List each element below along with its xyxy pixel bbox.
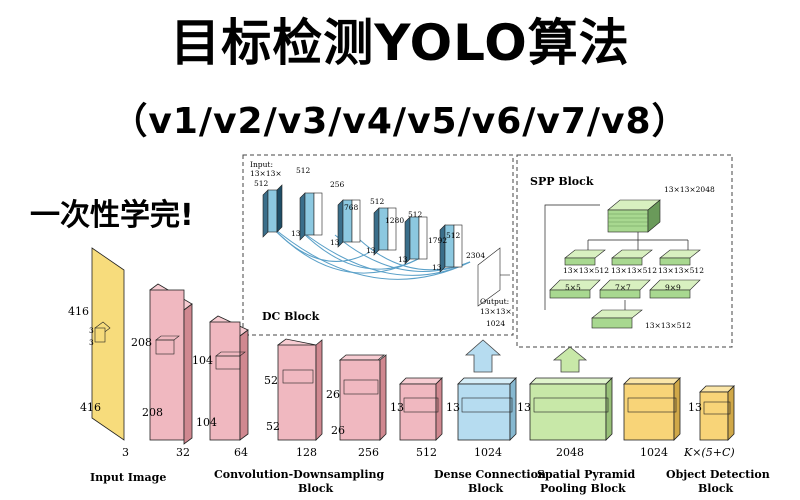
versions-subtitle: （v1/v2/v3/v4/v5/v6/v7/v8）	[111, 101, 689, 142]
conv-ch-2: 64	[234, 446, 248, 459]
conv-dim-1b: 208	[142, 406, 163, 419]
dense-dim-a: 13	[390, 401, 404, 414]
spp-connectors	[544, 204, 689, 310]
conv-block-2	[209, 315, 249, 441]
spp-up-arrow	[552, 346, 588, 373]
dc-input-channels: 512	[254, 179, 269, 188]
dc-layer-4	[373, 207, 397, 256]
dc-spatial-number: 13	[291, 229, 301, 238]
dc-side-numbers: 13 13 13 13 13	[291, 229, 442, 272]
dc-spatial-number: 13	[366, 246, 376, 255]
conv-block-1	[149, 283, 193, 445]
dc-layer-5	[404, 216, 428, 265]
input-kernel-a: 3	[89, 326, 94, 335]
conv-block-3	[277, 338, 323, 441]
conv-dim-1: 208	[131, 336, 152, 349]
detect-block-1	[623, 377, 681, 441]
dc-channel-number: 1792	[428, 236, 447, 245]
dc-channel-number: 1280	[385, 216, 404, 225]
conv-block-4	[338, 354, 387, 441]
input-image-block	[91, 247, 125, 441]
conv-label-line2: Block	[298, 482, 334, 495]
input-dim-bottom: 416	[80, 401, 101, 414]
spp-dim: 13	[517, 401, 531, 414]
dense-up-arrow	[464, 339, 502, 373]
spp-label-line1: Spatial Pyramid	[537, 468, 636, 481]
up-arrows	[464, 339, 588, 373]
dc-input-dims: 13×13×	[250, 169, 282, 178]
dense-ch-1: 512	[416, 446, 437, 459]
dc-channel-number: 768	[344, 203, 359, 212]
dc-output-node	[477, 247, 510, 307]
input-dim-top: 416	[68, 305, 89, 318]
conv-dim-3: 52	[264, 374, 278, 387]
spp-main-block	[529, 377, 613, 441]
conv-dim-2: 104	[192, 354, 213, 367]
dc-block-title: DC Block	[262, 310, 320, 323]
detect-label-line1: Object Detection	[666, 468, 770, 481]
detect-ch-2: K×(5+C)	[683, 446, 735, 459]
dc-spatial-number: 13	[330, 238, 340, 247]
dc-input-label: Input:	[250, 160, 273, 169]
dc-channel-number: 512	[446, 231, 461, 240]
dc-layer-2	[299, 192, 323, 241]
detect-dim: 13	[688, 401, 702, 414]
input-kernel-b: 3	[89, 338, 94, 347]
dense-dim-b: 13	[446, 401, 460, 414]
spp-mid-dims-2: 13×13×512	[611, 266, 657, 275]
dc-channel-number: 256	[330, 180, 345, 189]
dc-spatial-number: 13	[432, 263, 442, 272]
dense-label-line1: Dense Connection	[434, 468, 546, 481]
conv-dim-3b: 52	[266, 420, 280, 433]
dense-block-pink	[399, 377, 443, 441]
dc-output-channels: 1024	[486, 319, 505, 328]
detect-label-line2: Block	[698, 482, 734, 495]
dc-channel-number: 2304	[466, 251, 485, 260]
input-image-label: Input Image	[90, 471, 166, 484]
conv-dim-2b: 104	[196, 416, 217, 429]
dc-layer-3	[337, 199, 361, 248]
dense-label-line2: Block	[468, 482, 504, 495]
spp-mid-dims-1: 13×13×512	[563, 266, 609, 275]
detect-block-2	[699, 385, 735, 441]
conv-dim-4: 26	[326, 388, 340, 401]
spp-block-title: SPP Block	[530, 175, 594, 188]
slogan: 一次性学完!	[30, 198, 194, 233]
dense-ch-2: 1024	[474, 446, 502, 459]
conv-ch-4: 256	[358, 446, 379, 459]
dc-channel-number: 512	[370, 197, 385, 206]
conv-label-line1: Convolution-Downsampling	[214, 468, 385, 481]
dc-spatial-number: 13	[398, 255, 408, 264]
spp-ch: 2048	[556, 446, 584, 459]
spp-pool-2: 7×7	[615, 283, 631, 292]
spp-mid-dims-3: 13×13×512	[658, 266, 704, 275]
conv-dim-4b: 26	[331, 424, 345, 437]
dc-block-panel: Input: 13×13× 512	[242, 154, 514, 336]
spp-pool-1: 5×5	[565, 283, 581, 292]
dc-layer-1	[262, 184, 283, 238]
dc-output-label: Output:	[480, 297, 509, 306]
conv-ch-3: 128	[296, 446, 317, 459]
dense-block-blue	[457, 377, 517, 441]
spp-concat-block	[607, 199, 661, 233]
dc-skip-connections	[269, 224, 471, 280]
spp-bottom-dims: 13×13×512	[645, 321, 691, 330]
input-channels: 3	[122, 446, 129, 459]
spp-pool-3: 9×9	[665, 283, 681, 292]
dc-panel-border	[242, 154, 514, 336]
spp-branch-blocks	[549, 249, 701, 299]
spp-label-line2: Pooling Block	[540, 482, 626, 495]
dc-layer-6	[439, 224, 463, 273]
detect-ch-1: 1024	[640, 446, 668, 459]
dc-channel-number: 512	[296, 166, 311, 175]
dc-channel-number: 512	[408, 210, 423, 219]
conv-ch-1: 32	[176, 446, 190, 459]
main-title: 目标检测YOLO算法	[170, 14, 630, 72]
spp-input-block	[591, 309, 643, 329]
spp-top-dims: 13×13×2048	[664, 185, 715, 194]
dc-output-dims: 13×13×	[480, 307, 512, 316]
spp-block-panel: SPP Block 13×13×2048	[516, 154, 733, 348]
